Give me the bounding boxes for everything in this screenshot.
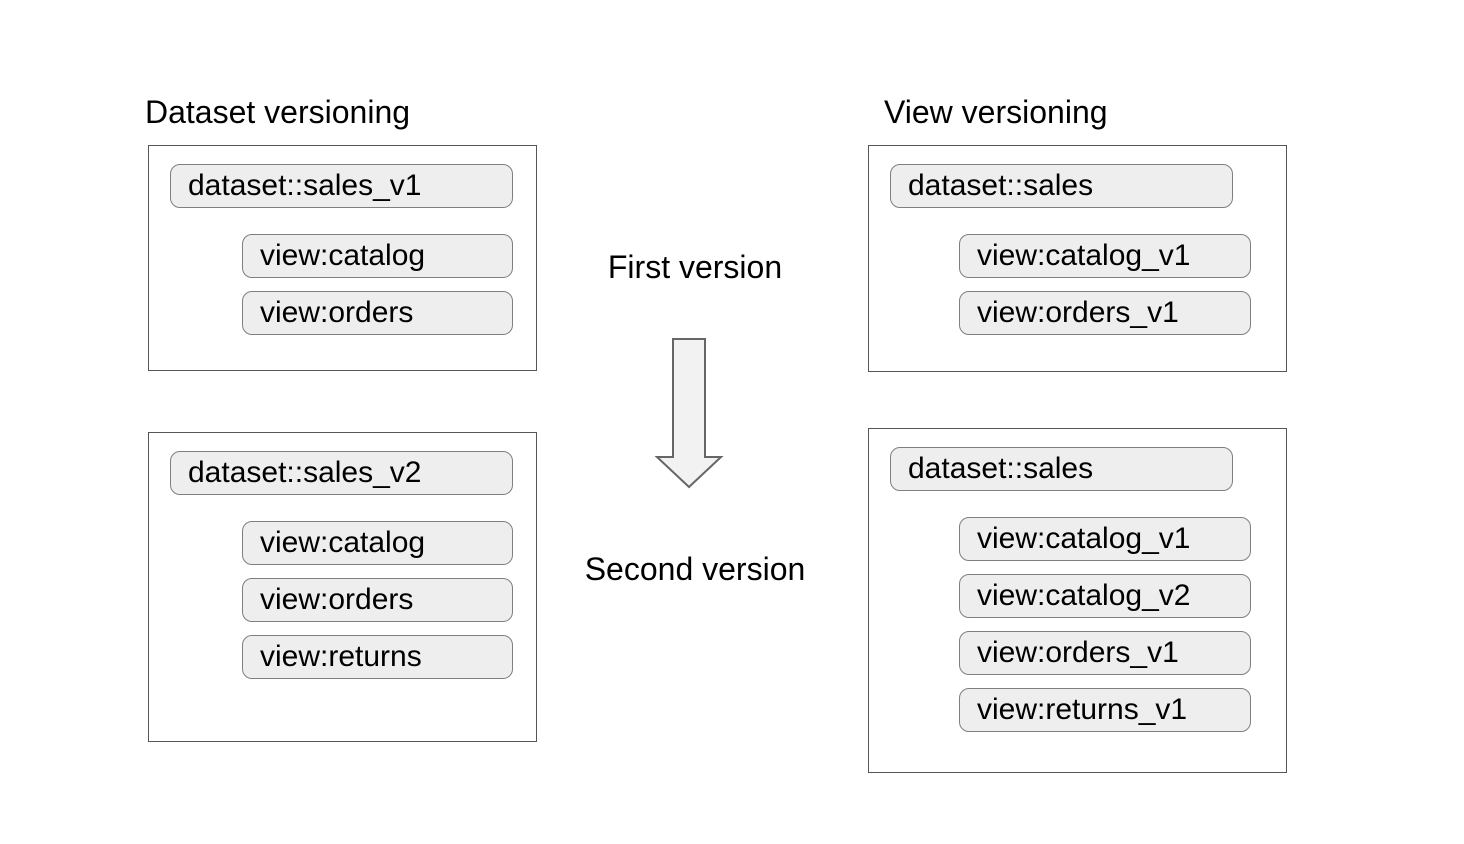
second-version-label: Second version [584,551,806,587]
view-orders-v1-pill: view:orders_v1 [959,291,1251,335]
view-versioning-second-box: dataset::sales view:catalog_v1 view:cata… [868,428,1287,773]
dataset-sales-pill: dataset::sales [890,447,1233,491]
view-catalog-v1-pill: view:catalog_v1 [959,517,1251,561]
view-versioning-title: View versioning [884,94,1108,130]
view-versioning-first-box: dataset::sales view:catalog_v1 view:orde… [868,145,1287,372]
view-orders-pill: view:orders [242,578,513,622]
dataset-versioning-first-box: dataset::sales_v1 view:catalog view:orde… [148,145,537,371]
view-orders-v1-pill: view:orders_v1 [959,631,1251,675]
view-catalog-v1-pill: view:catalog_v1 [959,234,1251,278]
down-arrow-icon [653,337,725,490]
view-returns-pill: view:returns [242,635,513,679]
first-version-label: First version [607,249,783,285]
view-catalog-pill: view:catalog [242,234,513,278]
view-returns-v1-pill: view:returns_v1 [959,688,1251,732]
dataset-versioning-title: Dataset versioning [145,94,411,130]
dataset-sales-v2-pill: dataset::sales_v2 [170,451,513,495]
view-catalog-pill: view:catalog [242,521,513,565]
view-orders-pill: view:orders [242,291,513,335]
view-catalog-v2-pill: view:catalog_v2 [959,574,1251,618]
dataset-sales-pill: dataset::sales [890,164,1233,208]
dataset-versioning-second-box: dataset::sales_v2 view:catalog view:orde… [148,432,537,742]
dataset-sales-v1-pill: dataset::sales_v1 [170,164,513,208]
